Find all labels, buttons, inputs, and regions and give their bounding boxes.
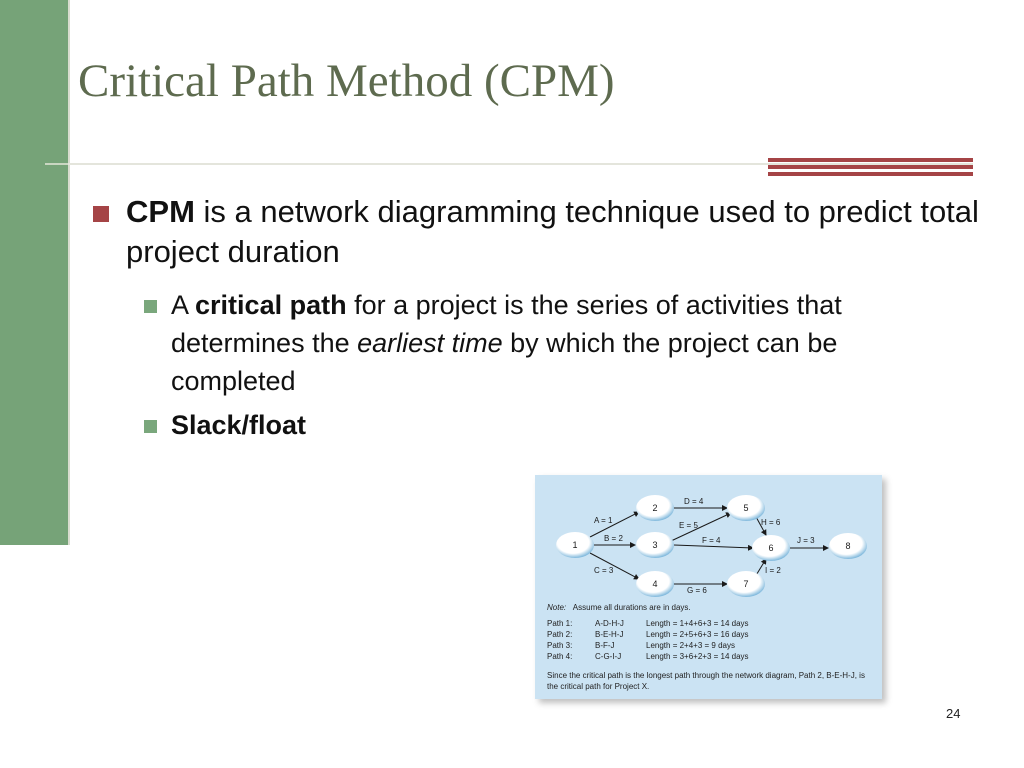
sub-bullet-slack: Slack/float: [88, 406, 961, 444]
edge-label: B = 2: [604, 534, 623, 543]
sub-bullet-list: A critical path for a project is the ser…: [88, 286, 988, 444]
path-row: Path 2: B-E-H-J Length = 2+5+6+3 = 16 days: [547, 629, 749, 640]
node-label: 2: [652, 503, 657, 513]
bullet-cpm: CPM is a network diagramming technique u…: [88, 192, 988, 272]
page-number: 24: [946, 706, 961, 721]
bullet-list: CPM is a network diagramming technique u…: [88, 192, 988, 450]
node-label: 7: [743, 579, 748, 589]
accent-line: [768, 165, 973, 169]
accent-line: [768, 158, 973, 162]
sub-bullet-bold: critical path: [195, 290, 347, 320]
node-label: 3: [652, 540, 657, 550]
bullet-cpm-bold: CPM: [126, 194, 195, 229]
path-length: Length = 3+6+2+3 = 14 days: [646, 652, 749, 661]
node-7: [727, 571, 765, 597]
edge-label: A = 1: [594, 516, 613, 525]
figure-conclusion: Since the critical path is the longest p…: [547, 671, 865, 691]
path-length: Length = 1+4+6+3 = 14 days: [646, 619, 749, 628]
edge-label: F = 4: [702, 536, 721, 545]
path-row: Path 3: B-F-J Length = 2+4+3 = 9 days: [547, 640, 749, 651]
title-rule: [45, 163, 973, 165]
path-route: B-E-H-J: [595, 630, 624, 639]
node-6: [752, 535, 790, 561]
bullet-cpm-text: is a network diagramming technique used …: [126, 194, 979, 269]
node-label: 6: [768, 543, 773, 553]
node-label: 4: [652, 579, 657, 589]
edge-label: G = 6: [687, 586, 707, 595]
sub-bullet-slack-bold: Slack/float: [171, 410, 307, 440]
figure-note: Note: Assume all durations are in days.: [547, 603, 691, 612]
sub-bullet-italic: earliest time: [357, 328, 503, 358]
edge-label: J = 3: [797, 536, 815, 545]
path-route: C-G-I-J: [595, 652, 622, 661]
node-8: [829, 533, 867, 559]
left-decor-bar: [0, 0, 68, 545]
paths-table: Path 1: A-D-H-J Length = 1+4+6+3 = 14 days…: [547, 618, 749, 662]
title-rule-stub: [45, 163, 68, 165]
path-name: Path 1:: [547, 619, 573, 628]
edge-e: [670, 512, 732, 542]
node-label: 1: [572, 540, 577, 550]
note-text: Assume all durations are in days.: [572, 603, 691, 612]
edge-a: [589, 511, 640, 538]
node-1: [556, 532, 594, 558]
path-length: Length = 2+5+6+3 = 16 days: [646, 630, 749, 639]
node-label: 8: [845, 541, 850, 551]
sub-bullet-suffix: by which the project can be completed: [171, 328, 838, 396]
path-name: Path 2:: [547, 630, 573, 639]
network-diagram-figure: A = 1 B = 2 C = 3 D = 4 E = 5 F = 4 G = …: [535, 475, 882, 699]
sub-bullet-mid: for a project is the series of activitie…: [171, 290, 842, 358]
accent-lines: [768, 158, 973, 179]
path-name: Path 3:: [547, 641, 573, 650]
sub-bullet-square-icon: [144, 300, 157, 313]
edge-label: H = 6: [761, 518, 781, 527]
sub-bullet-critical-path: A critical path for a project is the ser…: [88, 286, 961, 400]
path-route: A-D-H-J: [595, 619, 624, 628]
path-row: Path 4: C-G-I-J Length = 3+6+2+3 = 14 days: [547, 651, 749, 662]
sub-bullet-square-icon: [144, 420, 157, 433]
network-diagram: A = 1 B = 2 C = 3 D = 4 E = 5 F = 4 G = …: [556, 495, 867, 597]
edge-c: [589, 552, 640, 580]
node-5: [727, 495, 765, 521]
edge-label: C = 3: [594, 566, 614, 575]
left-decor-edge: [68, 0, 70, 545]
accent-line: [768, 172, 973, 176]
bullet-square-icon: [93, 206, 109, 222]
path-route: B-F-J: [595, 641, 615, 650]
edge-label: D = 4: [684, 497, 704, 506]
node-3: [636, 532, 674, 558]
sub-bullet-prefix: A: [171, 290, 196, 320]
path-row: Path 1: A-D-H-J Length = 1+4+6+3 = 14 days: [547, 618, 749, 629]
path-length: Length = 2+4+3 = 9 days: [646, 641, 735, 650]
node-label: 5: [743, 503, 748, 513]
edge-label: I = 2: [765, 566, 781, 575]
path-name: Path 4:: [547, 652, 573, 661]
edge-label: E = 5: [679, 521, 698, 530]
slide-title: Critical Path Method (CPM): [78, 55, 615, 107]
note-label: Note:: [547, 603, 567, 612]
edge-f: [673, 544, 754, 551]
node-4: [636, 571, 674, 597]
node-2: [636, 495, 674, 521]
